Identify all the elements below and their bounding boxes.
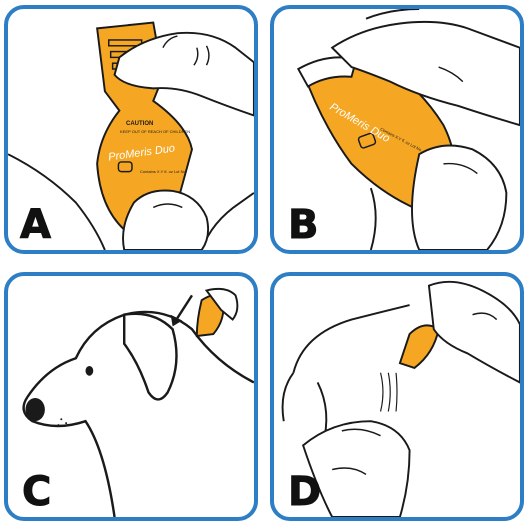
step-letter-d: D [288, 472, 321, 512]
step-letter-b: B [288, 205, 319, 245]
step-letter-c: C [22, 472, 51, 512]
step-d-panel: D [270, 272, 524, 521]
dog-nose [26, 398, 45, 421]
step-a-panel: CAUTION KEEP OUT OF REACH OF CHILDREN Pr… [4, 5, 258, 254]
step-c-panel: C [4, 272, 258, 521]
caution-text: KEEP OUT OF REACH OF CHILDREN [120, 129, 190, 134]
contents-label: Contains X.Y fl. oz Lot No. [140, 169, 187, 174]
step-b-panel: ProMeris Duo Contains X.Y fl. oz Lot No.… [270, 5, 524, 254]
caution-title: CAUTION [126, 121, 153, 127]
dog-eye [86, 366, 94, 376]
step-letter-a: A [20, 205, 51, 245]
